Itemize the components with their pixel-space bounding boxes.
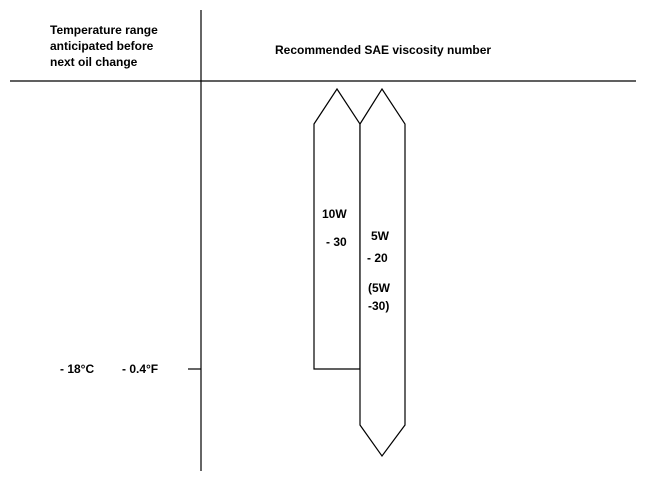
grade-10w-30-bar xyxy=(313,87,361,370)
temperature-fahrenheit-label: - 0.4°F xyxy=(122,362,159,376)
temperature-celsius-label: - 18°C xyxy=(60,362,95,376)
temperature-range-header-line: anticipated before xyxy=(50,39,154,53)
temperature-range-header-line: Temperature range xyxy=(50,23,158,37)
grade-5w-label: 5W xyxy=(371,229,389,243)
temperature-range-header-line: next oil change xyxy=(50,55,138,69)
grade-10w-suffix-label: - 30 xyxy=(326,235,347,249)
grade-5w-suffix-label: - 20 xyxy=(367,251,388,265)
viscosity-header: Recommended SAE viscosity number xyxy=(275,43,492,57)
grade-5w-alt-label: (5W xyxy=(368,281,390,295)
grade-5w-20-bar xyxy=(359,87,406,458)
grade-10w-label: 10W xyxy=(322,207,347,221)
temperature-range-header: Temperature range anticipated before nex… xyxy=(50,22,158,70)
grade-5w-alt-suffix-label: -30) xyxy=(368,299,390,313)
